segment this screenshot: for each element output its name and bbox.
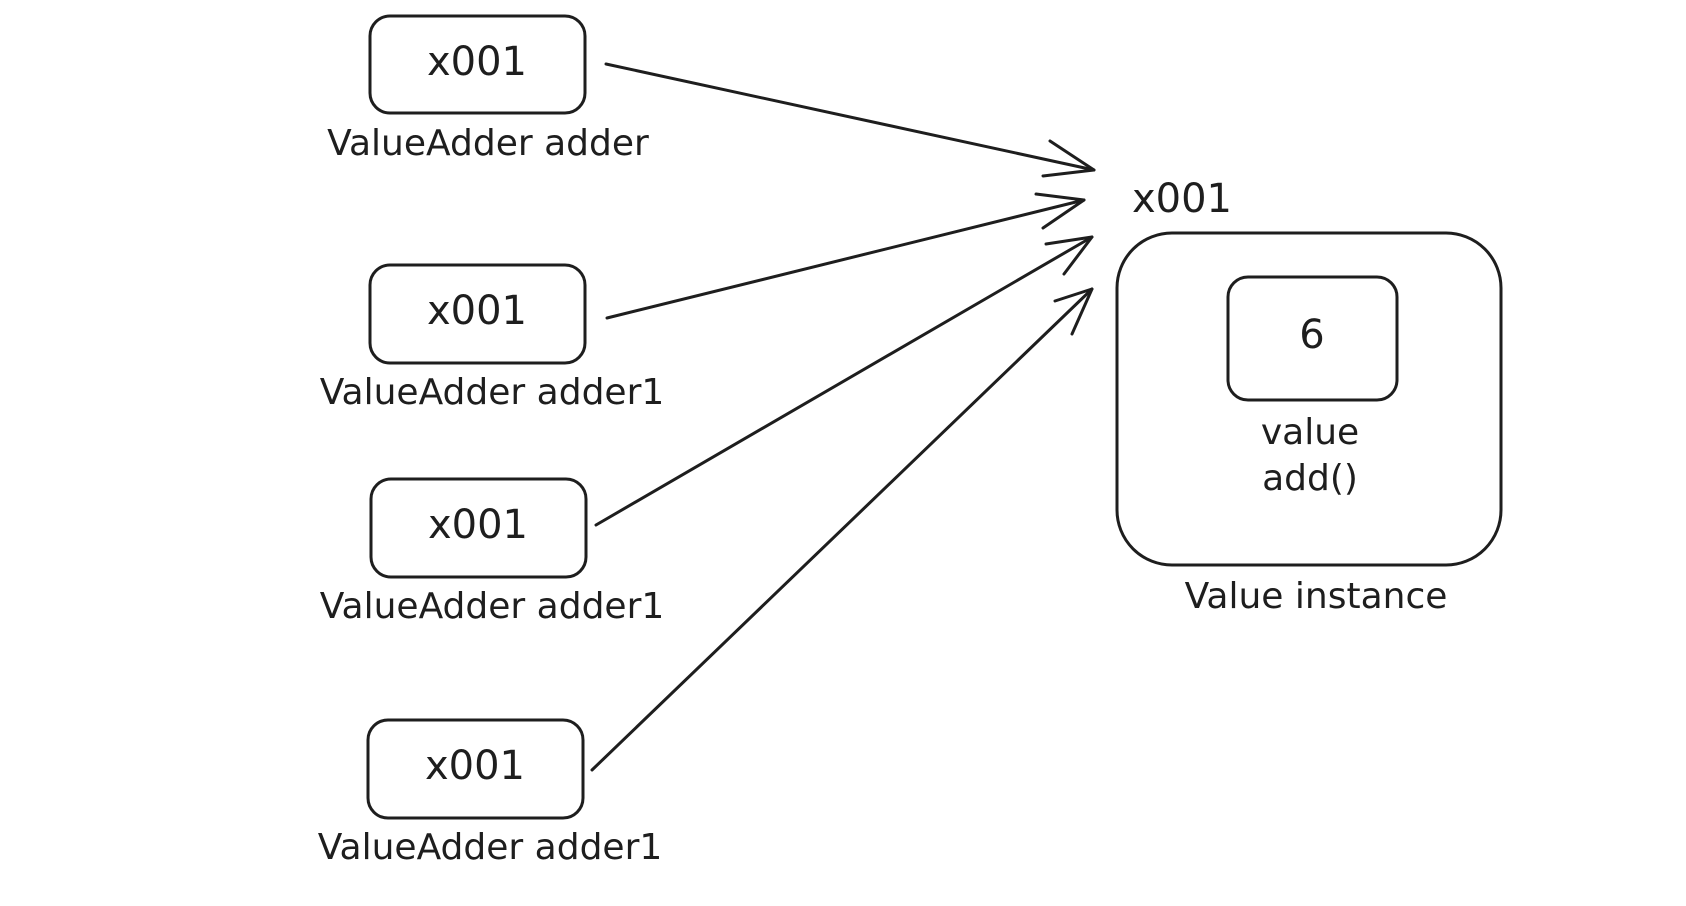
reference-box	[369, 477, 588, 579]
instance-caption: Value instance	[1185, 576, 1448, 617]
reference-arrow	[605, 192, 1086, 320]
instance-address: x001	[1132, 176, 1232, 222]
field-value: 6	[1299, 312, 1324, 358]
reference-variable-adder1: x001 ValueAdder adder1	[318, 718, 663, 868]
reference-address: x001	[425, 743, 525, 789]
reference-variable-adder1: x001 ValueAdder adder1	[320, 477, 665, 627]
reference-arrow	[604, 62, 1096, 178]
reference-box	[368, 263, 587, 365]
reference-box	[368, 14, 587, 115]
field-name: value	[1261, 412, 1359, 453]
value-instance: 6 value add()	[1115, 231, 1503, 567]
variable-label: ValueAdder adder	[327, 123, 649, 164]
instance-box	[1115, 231, 1503, 567]
reference-box	[366, 718, 585, 820]
method-name: add()	[1262, 458, 1358, 499]
reference-arrow	[594, 235, 1094, 527]
reference-variable-adder: x001 ValueAdder adder	[327, 14, 649, 164]
variable-label: ValueAdder adder1	[320, 372, 665, 413]
variable-label: ValueAdder adder1	[320, 586, 665, 627]
reference-address: x001	[427, 39, 527, 85]
reference-address: x001	[428, 502, 528, 548]
variable-label: ValueAdder adder1	[318, 827, 663, 868]
reference-variable-adder1: x001 ValueAdder adder1	[320, 263, 665, 413]
reference-arrow	[590, 287, 1094, 772]
field-box	[1226, 275, 1399, 402]
reference-address: x001	[427, 288, 527, 334]
